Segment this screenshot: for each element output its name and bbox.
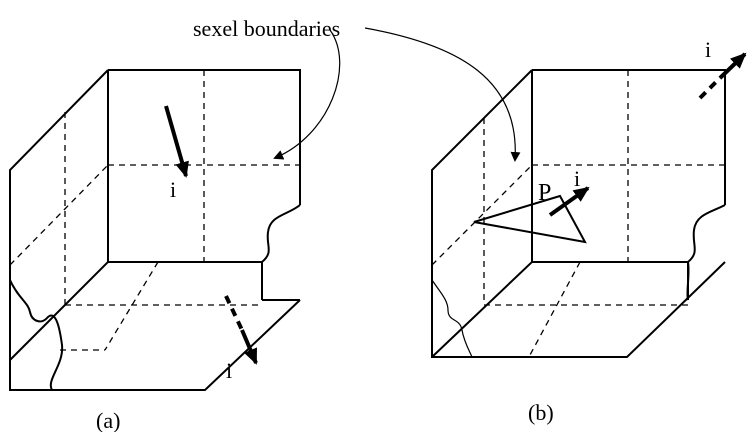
panel-b-outer-edges	[431, 69, 726, 358]
panel-b-sexel-boundaries	[431, 70, 725, 356]
panel-a-arrow-label-top: i	[170, 177, 176, 202]
callout-label: sexel boundaries	[193, 16, 340, 41]
panel-b-cutaway-curves	[431, 204, 726, 358]
panel-a-outer-edges	[9, 69, 301, 391]
point-label: P	[538, 180, 551, 206]
panel-b: P i i (b)	[431, 37, 747, 425]
panel-a-caption: (a)	[96, 408, 120, 432]
panel-a-normal-arrow-top	[164, 105, 189, 178]
panel-b-caption: (b)	[528, 400, 554, 425]
panel-a-cutaway-curves	[9, 204, 301, 391]
callout-arrow-a	[273, 29, 341, 160]
callout-arrow-b	[364, 27, 521, 162]
panel-b-normal-arrow-mid	[548, 186, 590, 217]
panel-b-arrow-label-mid: i	[574, 166, 580, 191]
panel-a-arrow-label-bottom: i	[226, 358, 232, 383]
panel-a-normal-arrow-bottom	[224, 295, 258, 365]
panel-a: i i (a)	[9, 69, 301, 432]
polygon-p	[473, 194, 587, 244]
panel-b-normal-arrow-top	[698, 52, 747, 100]
panel-a-sexel-boundaries	[9, 70, 300, 351]
sexel-boundaries-callout: sexel boundaries	[193, 16, 521, 162]
panel-b-arrow-label-top: i	[705, 37, 711, 62]
